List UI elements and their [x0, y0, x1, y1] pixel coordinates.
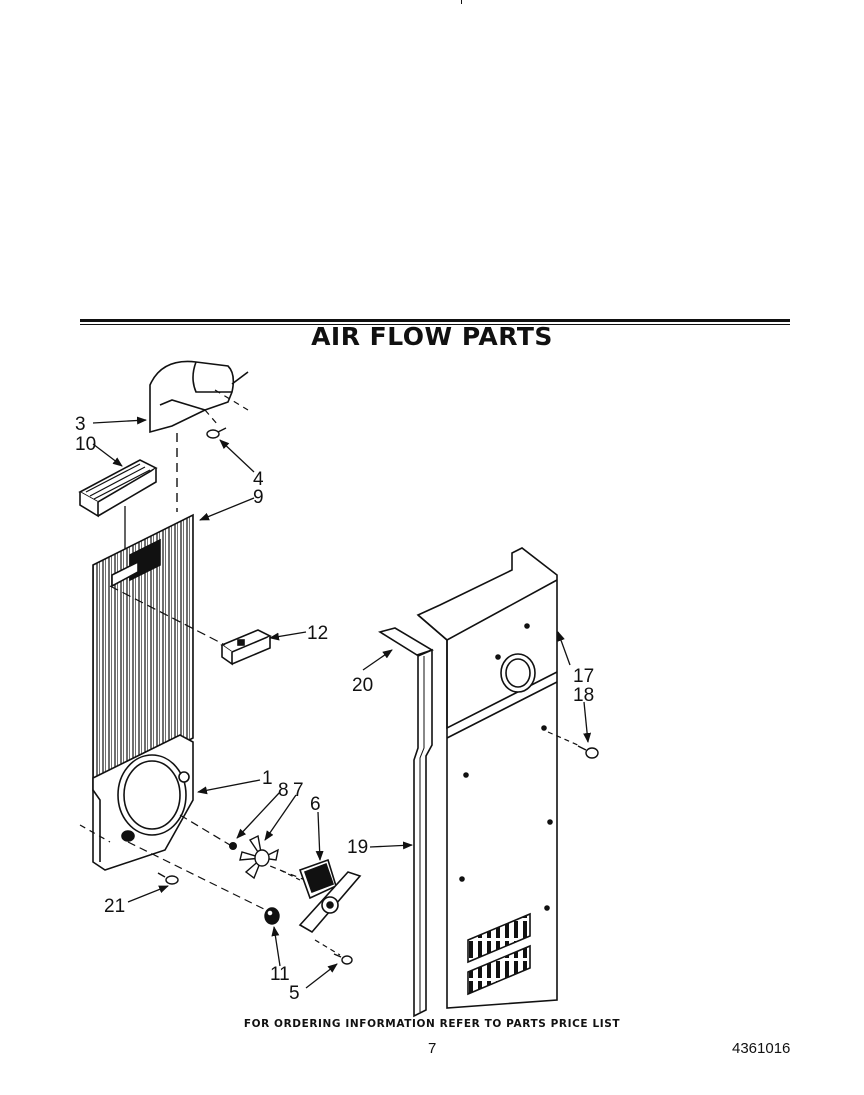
callout-8: 7	[293, 780, 304, 801]
side-channel	[413, 648, 433, 1018]
page-number: 7	[428, 1040, 437, 1057]
callout-12: 12	[307, 623, 328, 644]
screw-4	[206, 427, 227, 439]
callout-18: 18	[573, 685, 594, 706]
air-grille	[78, 459, 158, 518]
callout-1: 1	[262, 768, 273, 789]
callout-20: 20	[352, 675, 373, 696]
ordering-note: FOR ORDERING INFORMATION REFER TO PARTS …	[243, 1018, 621, 1030]
air-duct-cover	[149, 360, 249, 434]
screw-11	[333, 953, 353, 965]
scan-mark	[461, 0, 462, 4]
leader-arrows	[92, 416, 592, 989]
screw-18	[577, 745, 599, 759]
thermostat-bracket	[220, 629, 272, 666]
top-rule	[80, 319, 790, 322]
callout-7: 6	[310, 794, 321, 815]
evaporator-cover	[92, 513, 194, 792]
callout-10: 11	[270, 964, 290, 985]
callout-19: 19	[347, 837, 368, 858]
screw-21	[157, 872, 179, 885]
callout-3: 3	[75, 414, 86, 435]
grommet	[264, 907, 280, 925]
rear-panel	[416, 547, 558, 1009]
callout-11: 5	[289, 983, 300, 1004]
callout-4: 4	[253, 469, 264, 490]
callout-17: 17	[573, 666, 594, 687]
callout-5: 9	[253, 487, 264, 508]
seal	[378, 627, 434, 656]
callout-21: 21	[104, 896, 125, 917]
callout-labels: 3 10 4 9 12 20 17 18 1 8 7 6 19 21 11 5	[75, 414, 594, 1004]
retainer	[229, 842, 237, 850]
callout-9: 8	[278, 780, 289, 801]
fan-shroud	[92, 734, 194, 871]
page-title: AIR FLOW PARTS	[311, 322, 553, 351]
callout-6: 10	[75, 434, 96, 455]
motor-bracket	[298, 858, 362, 934]
fan-blade	[239, 834, 279, 880]
top-rule-thin	[80, 324, 790, 325]
document-number: 4361016	[732, 1040, 791, 1057]
